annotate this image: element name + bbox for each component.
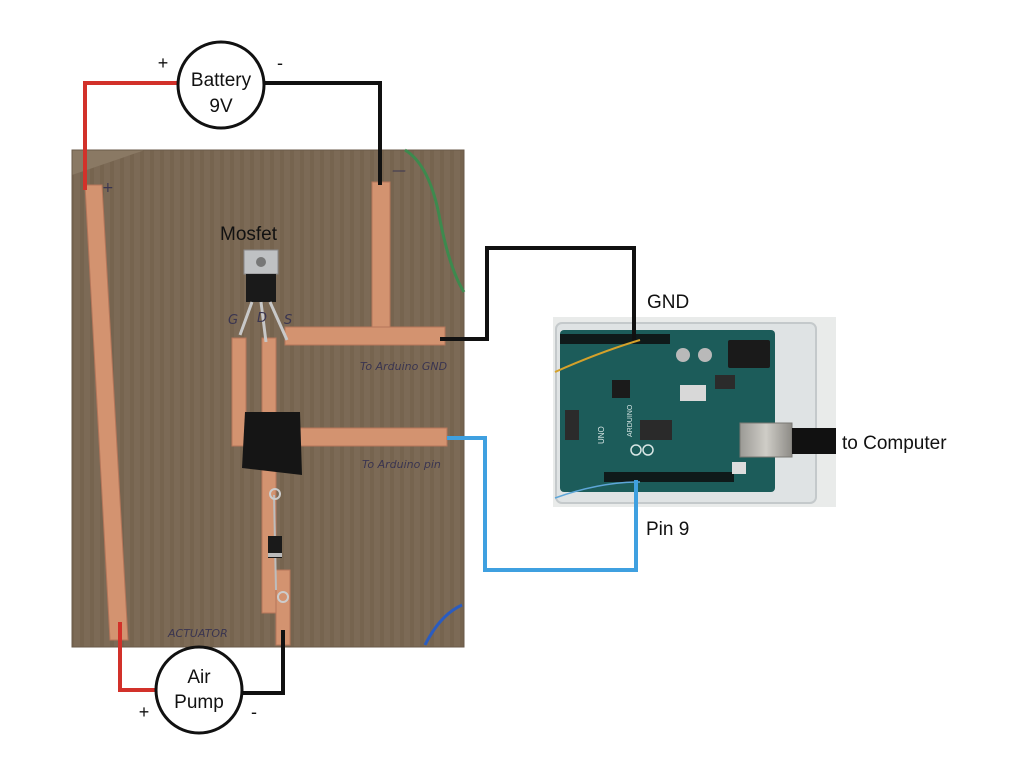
arduino-model-print: UNO xyxy=(597,426,606,444)
arduino-brand-print: ARDUINO xyxy=(627,404,634,437)
battery-negative-wire xyxy=(264,81,382,185)
mosfet-label: Mosfet xyxy=(220,224,278,245)
gnd-wire xyxy=(440,246,636,341)
gnd-label: GND xyxy=(647,292,689,313)
battery-symbol: Battery 9V + - xyxy=(158,40,283,130)
pump-label-line1: Air xyxy=(187,667,211,688)
usb-cable xyxy=(792,428,836,454)
right-ground-trace-vertical xyxy=(371,181,391,335)
arduino-photo: ARDUINO UNO xyxy=(553,317,836,507)
pump-negative-wire xyxy=(240,630,285,695)
pin9-signal-wire xyxy=(447,436,638,572)
board-minus-mark: — xyxy=(392,163,406,179)
usb-connector xyxy=(739,422,793,458)
pump-label-line2: Pump xyxy=(174,692,224,713)
battery-minus-label: - xyxy=(277,53,283,73)
blue-wire-photo xyxy=(423,603,463,646)
left-positive-trace xyxy=(84,184,129,641)
electrical-tape xyxy=(242,412,302,475)
pump-plus-label: + xyxy=(139,702,150,722)
board-handwriting: + — G D S To Arduino GND To Arduino pin … xyxy=(102,163,447,640)
to-arduino-pin-note: To Arduino pin xyxy=(362,458,441,471)
pump-positive-wire xyxy=(118,622,155,692)
to-arduino-gnd-note: To Arduino GND xyxy=(360,360,447,373)
battery-positive-wire xyxy=(83,81,178,190)
gate-trace-vertical xyxy=(231,337,247,447)
battery-plus-label: + xyxy=(158,53,169,73)
drain-mark: D xyxy=(257,311,267,326)
arduino-board xyxy=(560,330,775,492)
pump-minus-label: - xyxy=(251,702,257,722)
mosfet-component xyxy=(238,249,289,343)
board-plus-mark: + xyxy=(102,180,114,196)
drain-trace-vertical xyxy=(261,337,277,614)
schematic-wires xyxy=(83,81,638,695)
gnd-trace-horizontal xyxy=(284,326,446,346)
battery-label: Battery xyxy=(191,70,252,91)
gate-mark: G xyxy=(228,313,238,328)
green-wire xyxy=(404,148,466,293)
battery-voltage-label: 9V xyxy=(209,96,233,117)
pin9-label: Pin 9 xyxy=(646,519,689,540)
actuator-note: ACTUATOR xyxy=(167,627,228,640)
to-computer-label: to Computer xyxy=(842,433,947,454)
source-mark: S xyxy=(284,313,292,328)
diode-component xyxy=(268,488,289,603)
air-pump-symbol: Air Pump + - xyxy=(139,645,257,735)
